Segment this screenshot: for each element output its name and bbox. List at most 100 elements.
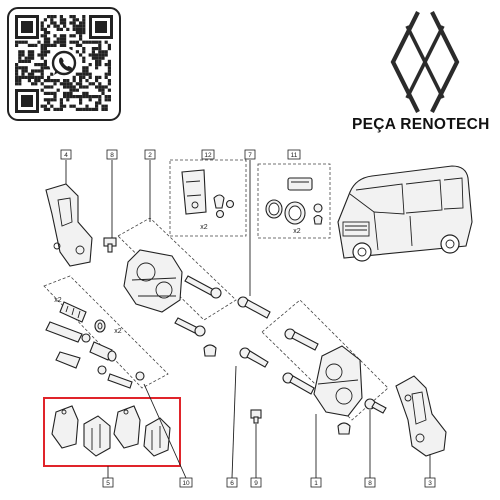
brake-pad-highlight[interactable]	[43, 397, 181, 467]
qr-module	[75, 18, 79, 22]
qr-module	[47, 31, 51, 35]
qr-module	[88, 72, 92, 76]
svg-text:x2: x2	[200, 224, 208, 231]
qr-module	[63, 79, 67, 83]
qr-module	[95, 59, 99, 63]
qr-module	[59, 101, 63, 105]
qr-module	[47, 15, 51, 19]
qr-module	[47, 66, 51, 70]
qr-module	[91, 47, 95, 51]
qr-module	[24, 59, 28, 63]
qr-module	[53, 34, 57, 38]
qr-module	[82, 85, 86, 89]
qr-module	[31, 82, 35, 86]
qr-module	[66, 85, 70, 89]
qr-module	[18, 79, 22, 83]
qr-finder-top-left	[15, 15, 39, 39]
qr-module	[79, 34, 83, 38]
svg-text:x2: x2	[114, 328, 122, 335]
qr-module	[21, 53, 25, 57]
qr-module	[63, 104, 67, 108]
qr-module	[63, 18, 67, 22]
qr-module	[95, 101, 99, 105]
qr-module	[79, 101, 83, 105]
qr-module	[101, 91, 105, 95]
qr-module	[66, 98, 70, 102]
qr-module	[98, 85, 102, 89]
qr-module	[82, 31, 86, 35]
qr-module	[66, 27, 70, 31]
qr-module	[50, 85, 54, 89]
renault-logo	[390, 11, 460, 113]
qr-module	[69, 15, 73, 19]
callout-6: 6	[226, 477, 238, 488]
qr-module	[40, 21, 44, 25]
qr-module	[50, 21, 54, 25]
qr-module	[47, 75, 51, 79]
qr-module	[40, 27, 44, 31]
rubber-bush	[94, 319, 106, 333]
qr-module	[43, 98, 47, 102]
qr-module	[72, 24, 76, 28]
qr-module	[53, 91, 57, 95]
qr-module	[98, 47, 102, 51]
qr-module	[66, 95, 70, 99]
qr-code[interactable]	[7, 7, 121, 121]
kit-12-qty: x2	[200, 224, 208, 231]
qr-module	[101, 88, 105, 92]
qr-module	[98, 43, 102, 47]
qr-module	[63, 40, 67, 44]
svg-text:8: 8	[110, 152, 114, 159]
qr-module	[59, 34, 63, 38]
qr-module	[107, 95, 111, 99]
qr-module	[47, 43, 51, 47]
qr-module	[15, 72, 19, 76]
qr-module	[82, 18, 86, 22]
qr-module	[101, 56, 105, 60]
qr-module	[88, 95, 92, 99]
qr-module	[21, 50, 25, 54]
qr-module	[53, 40, 57, 44]
qr-module	[59, 98, 63, 102]
qr-module	[72, 95, 76, 99]
qr-module	[43, 59, 47, 63]
qr-module	[95, 85, 99, 89]
qr-module	[27, 56, 31, 60]
qr-module	[15, 63, 19, 67]
qr-module	[34, 69, 38, 73]
qr-module	[50, 79, 54, 83]
qr-module	[88, 40, 92, 44]
svg-text:11: 11	[291, 152, 298, 159]
qr-module	[104, 72, 108, 76]
qr-module	[47, 79, 51, 83]
qr-module	[104, 107, 108, 111]
qr-module	[72, 34, 76, 38]
qr-module	[53, 21, 57, 25]
qr-module	[15, 69, 19, 73]
anti-rattle-bracket	[181, 169, 235, 219]
qr-module	[63, 43, 67, 47]
qr-module	[69, 34, 73, 38]
qr-module	[53, 107, 57, 111]
qr-module	[66, 82, 70, 86]
kit-11-qty: x2	[293, 228, 301, 235]
qr-module	[107, 66, 111, 70]
qr-module	[82, 69, 86, 73]
qr-module	[56, 24, 60, 28]
qr-module	[47, 40, 51, 44]
qr-module	[59, 40, 63, 44]
qr-module	[31, 75, 35, 79]
qr-module	[43, 27, 47, 31]
qr-module	[82, 95, 86, 99]
qr-module	[95, 95, 99, 99]
qr-module	[27, 53, 31, 57]
qr-module	[18, 75, 22, 79]
qr-module	[104, 98, 108, 102]
qr-module	[40, 56, 44, 60]
qr-module	[27, 50, 31, 54]
qr-module	[72, 104, 76, 108]
qr-module	[43, 37, 47, 41]
qr-module	[43, 53, 47, 57]
qr-module	[34, 79, 38, 83]
